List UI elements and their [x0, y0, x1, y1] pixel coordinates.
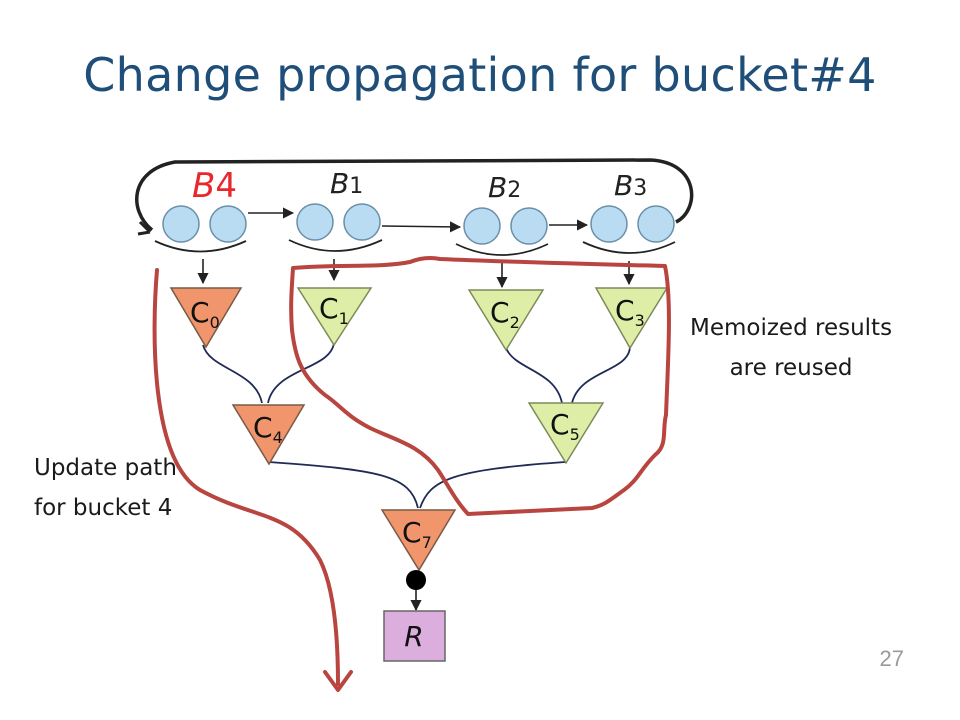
edge-c0-c4 [202, 344, 263, 404]
update-path-caption-line2: for bucket 4 [34, 495, 173, 521]
memoized-caption-line2: are reused [729, 355, 853, 381]
edge-c5-c7 [419, 461, 566, 509]
node-label-c5: C5 [550, 408, 580, 444]
node-c3 [594, 287, 669, 350]
node-c2 [467, 289, 545, 352]
node-label-c7: C7 [402, 516, 432, 552]
result-box [383, 610, 446, 662]
loop-arrowhead [137, 220, 152, 236]
update-path-arrowhead [323, 670, 353, 692]
bucket-label-b4: B4 [192, 166, 237, 206]
update-path-caption: Update path for bucket 4 [34, 448, 177, 528]
node-label-c2: C2 [490, 296, 520, 332]
edge-c3-c5 [571, 345, 631, 404]
update-path-line [152, 268, 340, 686]
arrow-b1-b2 [381, 221, 462, 233]
edge-c4-c7 [268, 461, 419, 509]
edge-c2-c5 [505, 347, 563, 404]
node-c7 [380, 509, 457, 572]
memoized-caption-line1: Memoized results [690, 315, 893, 341]
loop-arrow [135, 158, 694, 232]
memoized-caption: Memoized results are reused [690, 308, 892, 388]
bucket-b1 [288, 203, 383, 252]
page-number: 27 [879, 646, 904, 671]
bucket-b3 [582, 205, 676, 254]
bucket-b4 [154, 205, 247, 253]
node-c4 [231, 404, 306, 466]
result-label: R [404, 620, 423, 653]
node-label-c4: C4 [253, 411, 283, 447]
node-label-c0: C0 [190, 296, 220, 332]
bucket-label-b2: B2 [488, 171, 521, 204]
output-dot [406, 570, 426, 590]
node-label-c3: C3 [615, 294, 645, 330]
bucket-label-b3: B3 [614, 169, 647, 202]
slide-title: Change propagation for bucket#4 [83, 48, 877, 102]
bucket-b2 [455, 207, 549, 256]
node-c5 [527, 402, 605, 465]
node-c1 [296, 287, 373, 347]
update-path-caption-line1: Update path [34, 455, 177, 481]
node-label-c1: C1 [319, 292, 349, 328]
memoized-region-outline [289, 256, 671, 516]
bucket-label-b1: B1 [330, 167, 363, 200]
node-c0 [169, 287, 243, 349]
